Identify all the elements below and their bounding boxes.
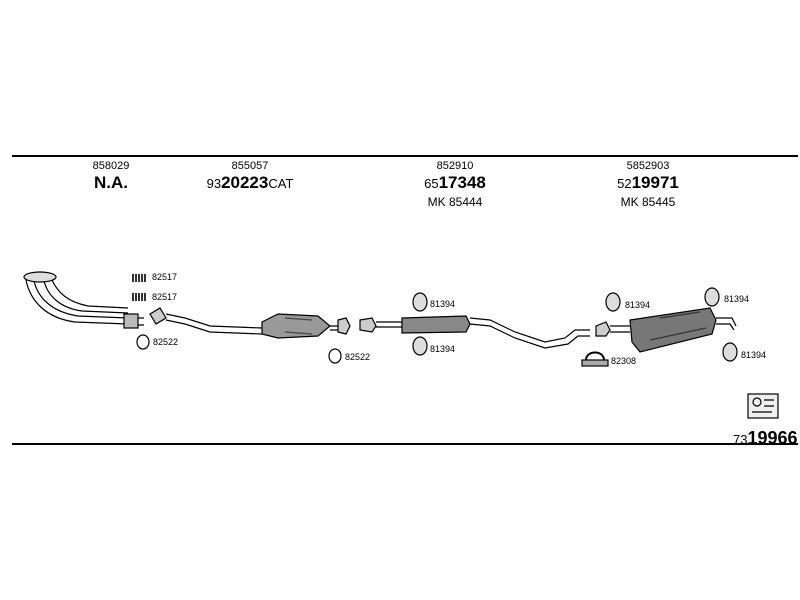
bolt-set-icon: [132, 274, 146, 301]
col-main-number: 17348: [438, 173, 486, 193]
col-top-number: 852910: [436, 160, 474, 172]
label-81394: 81394: [741, 350, 767, 360]
clamp-82308: [581, 351, 609, 367]
front-pipe-part: [23, 271, 144, 329]
gasket-82522-icon: [136, 334, 150, 350]
col-rear-silencer: 5852903 5219971 MK 85445: [617, 160, 679, 209]
col-top-number: 855057: [231, 160, 269, 172]
bottom-rule: [12, 443, 798, 445]
col-catalyst: 855057 9320223CAT: [206, 160, 294, 193]
label-81394: 81394: [724, 294, 750, 304]
col-front-pipe: 858029 N.A.: [93, 160, 130, 193]
middle-silencer-part: [359, 315, 590, 349]
col-mk-number: MK 85445: [620, 194, 676, 209]
col-mk-number: MK 85444: [427, 194, 483, 209]
rear-silencer-part: [595, 307, 737, 353]
col-middle-silencer: 852910 6517348 MK 85444: [424, 160, 486, 209]
rubber-mount-icon: [412, 287, 738, 362]
col-top-number: 858029: [92, 160, 130, 172]
label-82522: 82522: [345, 352, 371, 362]
label-82522: 82522: [153, 337, 179, 347]
kit-reference-number: 7319966: [733, 428, 798, 448]
label-81394: 81394: [430, 344, 456, 354]
label-82517: 82517: [152, 292, 178, 302]
label-82517: 82517: [152, 272, 178, 282]
col-top-number: 5852903: [626, 160, 670, 172]
catalyst-part: [149, 307, 351, 339]
gasket-82522-icon: [328, 348, 342, 364]
label-81394: 81394: [430, 299, 456, 309]
col-main-number: 20223: [221, 173, 269, 193]
label-82308: 82308: [611, 356, 637, 366]
col-main-number: 19971: [631, 173, 679, 193]
kit-reference-icon: [747, 393, 779, 419]
top-rule: [12, 155, 798, 157]
col-main-number: N.A.: [94, 173, 128, 193]
label-81394: 81394: [625, 300, 651, 310]
